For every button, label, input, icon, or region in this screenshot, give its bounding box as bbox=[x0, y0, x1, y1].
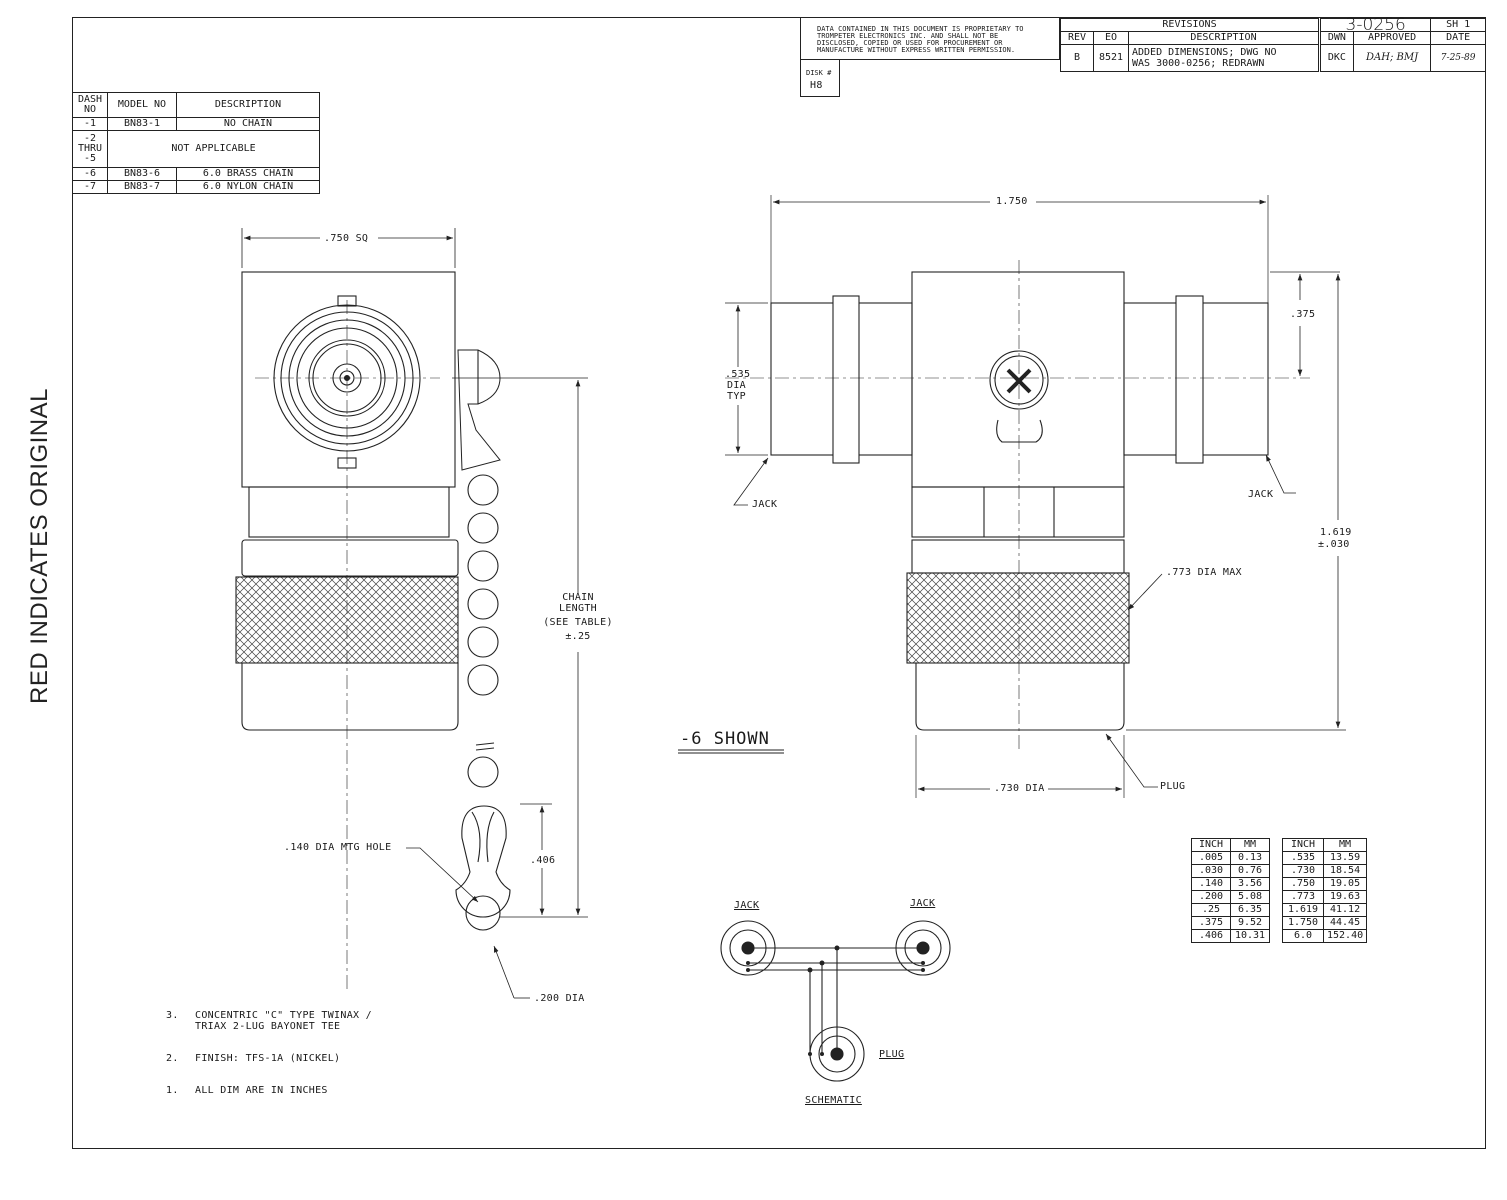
mm-header: MM bbox=[1230, 838, 1270, 852]
proprietary-notice bbox=[800, 17, 1060, 60]
dim-overall-width: 1.750 bbox=[996, 196, 1028, 207]
disk-value: H8 bbox=[810, 80, 823, 91]
schematic-plug: PLUG bbox=[879, 1049, 905, 1060]
mm-cell: 44.45 bbox=[1322, 916, 1368, 930]
dim-chain: (SEE TABLE) bbox=[543, 617, 613, 628]
mm-cell: 5.08 bbox=[1230, 890, 1270, 904]
dim-dia: TYP bbox=[727, 391, 746, 402]
dim-mtg-hole: .140 DIA MTG HOLE bbox=[284, 842, 392, 853]
inch-cell: .535 bbox=[1282, 851, 1324, 865]
merged-value: NOT APPLICABLE bbox=[107, 130, 320, 168]
inch-cell: .730 bbox=[1282, 864, 1324, 878]
note-number: 3. bbox=[166, 1010, 179, 1021]
notice-line: DATA CONTAINED IN THIS DOCUMENT IS PROPR… bbox=[817, 25, 1024, 33]
inch-cell: .140 bbox=[1191, 877, 1231, 891]
dim-chain: CHAIN bbox=[562, 592, 594, 603]
drawing-number: 3-0256 bbox=[1319, 17, 1432, 34]
inch-cell: .030 bbox=[1191, 864, 1231, 878]
inch-cell: .375 bbox=[1191, 916, 1231, 930]
rev-value: B bbox=[1060, 44, 1094, 72]
mm-cell: 152.40 bbox=[1322, 929, 1368, 943]
inch-header: INCH bbox=[1282, 838, 1324, 852]
inch-cell: 6.0 bbox=[1282, 929, 1324, 943]
disk-box bbox=[800, 59, 840, 97]
dash-value: -2 THRU -5 bbox=[72, 130, 108, 168]
mm-cell: 0.76 bbox=[1230, 864, 1270, 878]
approved-signature: DAH; BMJ bbox=[1352, 44, 1432, 72]
mm-cell: 10.31 bbox=[1230, 929, 1270, 943]
title-block: 3-0256 SH 1 DWN APPROVED DATE DKC DAH; B… bbox=[1319, 17, 1486, 72]
revisions-table: REVISIONS REV EO DESCRIPTION B 8521 ADDE… bbox=[1060, 18, 1319, 72]
jack-callout-right: JACK bbox=[1248, 489, 1274, 500]
mm-cell: 19.63 bbox=[1322, 890, 1368, 904]
plug-callout: PLUG bbox=[1160, 781, 1186, 792]
dim-offset: .375 bbox=[1290, 309, 1316, 320]
notice-line: MANUFACTURE WITHOUT EXPRESS WRITTEN PERM… bbox=[817, 46, 1016, 54]
dash-header: DASH NO bbox=[72, 92, 108, 118]
notice-line: DISCLOSED, COPIED OR USED FOR PROCUREMEN… bbox=[817, 39, 1003, 47]
schematic-jack-left: JACK bbox=[734, 900, 760, 911]
mm-cell: 18.54 bbox=[1322, 864, 1368, 878]
dim-height: 1.619 bbox=[1320, 527, 1352, 538]
mm-header: MM bbox=[1322, 838, 1368, 852]
note-text: CONCENTRIC "C" TYPE TWINAX / bbox=[195, 1010, 372, 1021]
rev-desc-line: ADDED DIMENSIONS; DWG NO bbox=[1132, 47, 1277, 58]
jack-callout-left: JACK bbox=[752, 499, 778, 510]
schematic-jack-right: JACK bbox=[910, 898, 936, 909]
inch-cell: .406 bbox=[1191, 929, 1231, 943]
mm-cell: 19.05 bbox=[1322, 877, 1368, 891]
inch-cell: 1.750 bbox=[1282, 916, 1324, 930]
schematic-title: SCHEMATIC bbox=[805, 1095, 862, 1106]
dim-plug-dia: .730 DIA bbox=[994, 783, 1045, 794]
rev-desc-line: WAS 3000-0256; REDRAWN bbox=[1132, 58, 1265, 69]
note-text: ALL DIM ARE IN INCHES bbox=[195, 1085, 328, 1096]
dim-chain: ±.25 bbox=[565, 631, 591, 642]
dim-chain: LENGTH bbox=[559, 603, 597, 614]
mm-cell: 41.12 bbox=[1322, 903, 1368, 917]
inch-cell: .773 bbox=[1282, 890, 1324, 904]
eo-value: 8521 bbox=[1093, 44, 1129, 72]
desc-value: 6.0 NYLON CHAIN bbox=[176, 180, 320, 194]
dash-value: -7 bbox=[72, 180, 108, 194]
dim-height-tol: ±.030 bbox=[1318, 539, 1350, 550]
date-value: 7-25-89 bbox=[1430, 44, 1486, 72]
view-label: -6 SHOWN bbox=[680, 729, 770, 749]
note-number: 2. bbox=[166, 1053, 179, 1064]
inch-cell: .25 bbox=[1191, 903, 1231, 917]
dim-max-dia: .773 DIA MAX bbox=[1166, 567, 1242, 578]
mm-cell: 0.13 bbox=[1230, 851, 1270, 865]
drawing-border bbox=[72, 17, 1486, 1149]
note-text: TRIAX 2-LUG BAYONET TEE bbox=[195, 1021, 341, 1032]
note-text: FINISH: TFS-1A (NICKEL) bbox=[195, 1053, 341, 1064]
notice-line: TROMPETER ELECTRONICS INC. AND SHALL NOT… bbox=[817, 32, 999, 40]
mm-cell: 6.35 bbox=[1230, 903, 1270, 917]
mm-cell: 9.52 bbox=[1230, 916, 1270, 930]
dim-dia: DIA bbox=[727, 380, 746, 391]
dim-dia: .535 bbox=[725, 369, 751, 380]
dim-sq: .750 SQ bbox=[324, 233, 369, 244]
disk-label: DISK # bbox=[806, 69, 832, 77]
desc-header: DESCRIPTION bbox=[176, 92, 320, 118]
inch-cell: .005 bbox=[1191, 851, 1231, 865]
mm-cell: 13.59 bbox=[1322, 851, 1368, 865]
note-number: 1. bbox=[166, 1085, 179, 1096]
front-view bbox=[235, 228, 588, 999]
dwn-value: DKC bbox=[1320, 44, 1354, 72]
dim-ring-dia: .200 DIA bbox=[534, 993, 585, 1004]
inch-cell: .750 bbox=[1282, 877, 1324, 891]
mm-cell: 3.56 bbox=[1230, 877, 1270, 891]
inch-header: INCH bbox=[1191, 838, 1231, 852]
dim-hole-offset: .406 bbox=[530, 855, 556, 866]
inch-cell: 1.619 bbox=[1282, 903, 1324, 917]
side-view bbox=[725, 195, 1346, 798]
inch-cell: .200 bbox=[1191, 890, 1231, 904]
schematic-diagram bbox=[720, 920, 951, 1082]
model-table: DASH NO MODEL NO DESCRIPTION -1 BN83-1 N… bbox=[72, 92, 320, 194]
